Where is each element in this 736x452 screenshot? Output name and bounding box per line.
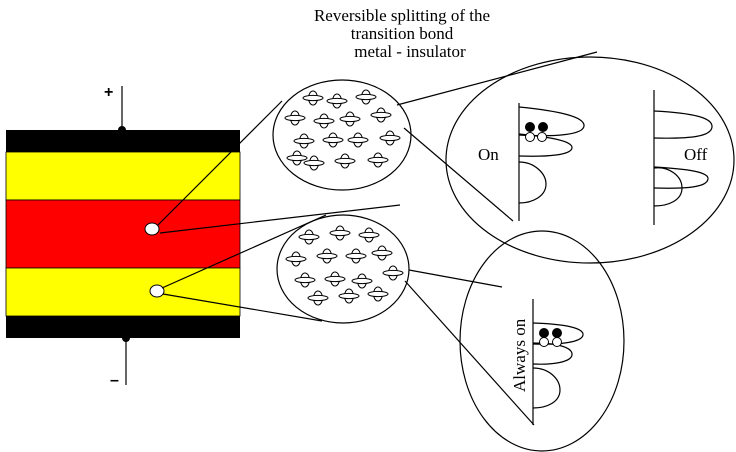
on-off-bubble: On Off xyxy=(445,56,735,264)
molecule-icon xyxy=(285,251,307,267)
off-state-diagram: Off xyxy=(653,90,713,225)
molecule-icon xyxy=(382,265,404,281)
molecule-icon xyxy=(351,273,373,289)
on-state-label: On xyxy=(478,145,499,164)
positive-terminal-sign: + xyxy=(104,84,113,101)
molecule-icon xyxy=(294,272,316,288)
zoom-line-yellow-to-lower-b xyxy=(162,293,323,322)
zoom-lines xyxy=(157,51,598,426)
molecule-icon xyxy=(302,90,324,106)
always-on-label: Always on xyxy=(510,318,529,392)
zoom-line-upper-to-bubble-b xyxy=(403,127,514,222)
molecule-icon xyxy=(371,245,393,261)
zoom-line-yellow-to-lower-a xyxy=(161,214,327,289)
title-line-2: transition bond xyxy=(351,24,454,43)
molecule-icon xyxy=(367,286,389,302)
always-on-electron-empty xyxy=(539,337,549,347)
off-state-label: Off xyxy=(684,145,708,164)
lower-cluster-boundary xyxy=(276,214,410,324)
on-state-orbital-upper xyxy=(518,106,585,137)
always-on-bubble: Always on xyxy=(459,230,625,452)
always-on-electron-empty xyxy=(552,337,562,347)
top-electrode xyxy=(6,130,240,152)
off-state-orbital-middle xyxy=(653,166,709,189)
molecule-icon xyxy=(358,227,380,243)
always-on-electron-filled xyxy=(552,328,562,338)
molecule-icon xyxy=(334,153,356,169)
red-active-layer xyxy=(5,199,241,269)
lower-molecule-cluster xyxy=(276,214,410,324)
title-line-1: Reversible splitting of the xyxy=(314,6,490,25)
zoom-line-lower-to-bubble-b xyxy=(404,280,535,426)
molecule-icon xyxy=(339,111,361,127)
on-state-diagram: On xyxy=(478,103,585,221)
always-on-orbital-middle xyxy=(532,342,573,365)
bottom-yellow-layer xyxy=(5,267,241,317)
molecule-icon xyxy=(322,132,344,148)
on-state-electron-empty xyxy=(537,132,547,142)
molecule-icon xyxy=(298,229,320,245)
molecule-icon xyxy=(313,113,335,129)
always-on-bubble-boundary xyxy=(459,230,625,452)
zoom-line-lower-to-bubble-a xyxy=(408,269,503,288)
molecule-icon xyxy=(316,248,338,264)
off-state-orbital-lower xyxy=(653,167,683,207)
upper-molecule-cluster xyxy=(272,79,412,191)
molecule-icon xyxy=(370,107,392,123)
yellow-layer-probe-point xyxy=(149,284,165,298)
molecule-icon xyxy=(355,89,377,105)
upper-cluster-boundary xyxy=(272,79,412,191)
always-on-orbital-lower xyxy=(532,367,561,409)
molecule-icon xyxy=(324,271,346,287)
red-layer-probe-point xyxy=(144,222,160,236)
title-line-3: metal - insulator xyxy=(354,42,466,61)
molecule-icon xyxy=(326,93,348,109)
zoom-line-upper-to-bubble-a xyxy=(396,51,598,106)
molecule-icon xyxy=(293,133,315,149)
negative-terminal-sign: – xyxy=(110,372,119,389)
molecule-icon xyxy=(367,152,389,168)
molecule-icon xyxy=(284,110,306,126)
molecule-icon xyxy=(345,248,367,264)
on-state-electron-filled xyxy=(525,122,535,132)
molecule-icon xyxy=(329,225,351,241)
always-on-electron-filled xyxy=(539,328,549,338)
device-stack: + – xyxy=(5,84,241,389)
molecule-icon xyxy=(347,132,369,148)
on-state-electron-filled xyxy=(538,122,548,132)
zoom-line-red-to-upper-b xyxy=(159,204,401,234)
top-yellow-layer xyxy=(5,151,241,201)
zoom-line-red-to-upper-a xyxy=(157,100,283,226)
on-state-electron-empty xyxy=(525,132,535,142)
diagram-title: Reversible splitting of the transition b… xyxy=(314,6,490,61)
molecule-icon xyxy=(338,288,360,304)
molecule-icon xyxy=(307,290,329,306)
on-off-bubble-boundary xyxy=(445,56,735,264)
off-state-orbital-upper xyxy=(653,110,713,139)
on-state-orbital-lower xyxy=(518,161,547,204)
molecule-icon xyxy=(379,130,401,146)
bottom-electrode xyxy=(6,316,240,338)
